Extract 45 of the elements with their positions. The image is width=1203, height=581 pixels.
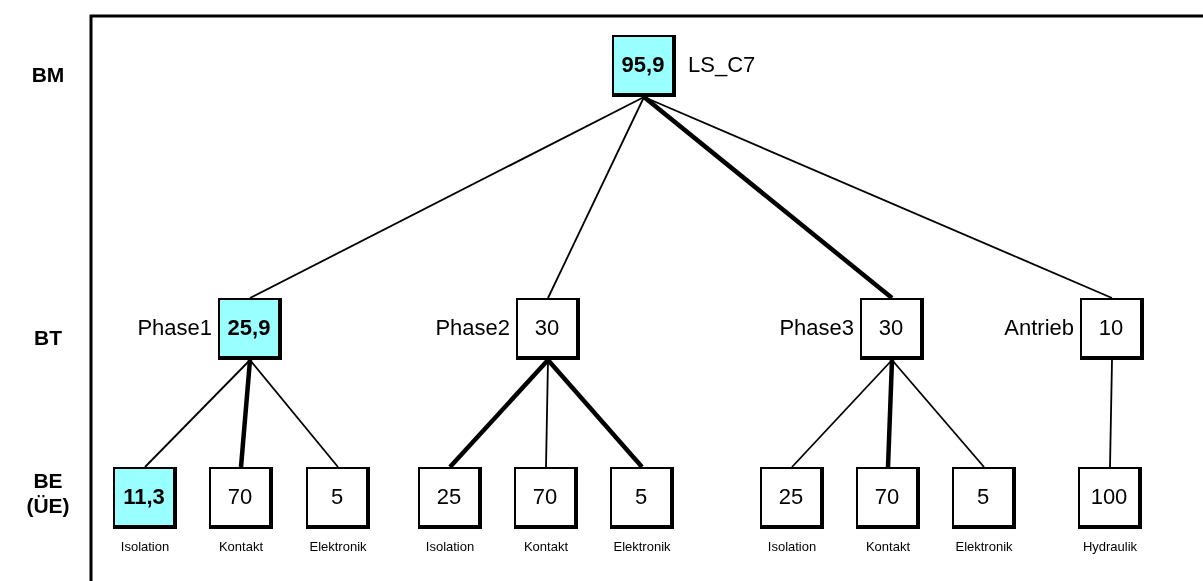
connector-line: [791, 359, 893, 468]
connector-line: [249, 96, 645, 299]
value-box: 70: [514, 467, 578, 529]
node-name-label: Isolation: [120, 539, 170, 554]
connector-line: [238, 359, 253, 468]
value-box: 11,3: [113, 467, 177, 529]
value-box: 5: [306, 467, 370, 529]
node-name-label: Isolation: [767, 539, 817, 554]
connector-line: [885, 359, 895, 468]
node-name-label: Isolation: [425, 539, 475, 554]
value-box: 25: [760, 467, 824, 529]
connector-line: [144, 359, 251, 468]
connector-line: [448, 358, 550, 469]
level-label: BM: [30, 62, 66, 88]
connector-line: [249, 359, 339, 468]
connector-line: [891, 359, 985, 468]
node-name-label: LS_C7: [688, 52, 756, 78]
value-box: 30: [516, 298, 580, 360]
level-label: BE (ÜE): [25, 468, 71, 519]
value-box: 100: [1078, 467, 1142, 529]
node-name-label: Kontakt: [523, 539, 569, 554]
value-box: 95,9: [612, 35, 676, 97]
value-box: 30: [860, 298, 924, 360]
level-label: BT: [33, 325, 63, 351]
connector-line: [1109, 359, 1113, 468]
value-box: 25,9: [218, 298, 282, 360]
value-box: 70: [856, 467, 920, 529]
node-name-label: Elektronik: [613, 539, 671, 554]
node-name-label: Hydraulik: [1082, 539, 1138, 554]
node-name-label: Phase2: [435, 315, 510, 341]
value-box: 5: [952, 467, 1016, 529]
connector-line: [546, 358, 644, 469]
node-name-label: Phase1: [137, 315, 212, 341]
node-name-label: Elektronik: [309, 539, 367, 554]
connector-line: [642, 95, 894, 300]
node-name-label: Elektronik: [955, 539, 1013, 554]
value-box: 70: [209, 467, 273, 529]
value-box: 25: [418, 467, 482, 529]
node-name-label: Antrieb: [1004, 315, 1074, 341]
value-box: 10: [1080, 298, 1144, 360]
node-name-label: Kontakt: [865, 539, 911, 554]
node-name-label: Kontakt: [218, 539, 264, 554]
value-box: 5: [610, 467, 674, 529]
node-name-label: Phase3: [779, 315, 854, 341]
connector-line: [547, 96, 645, 299]
